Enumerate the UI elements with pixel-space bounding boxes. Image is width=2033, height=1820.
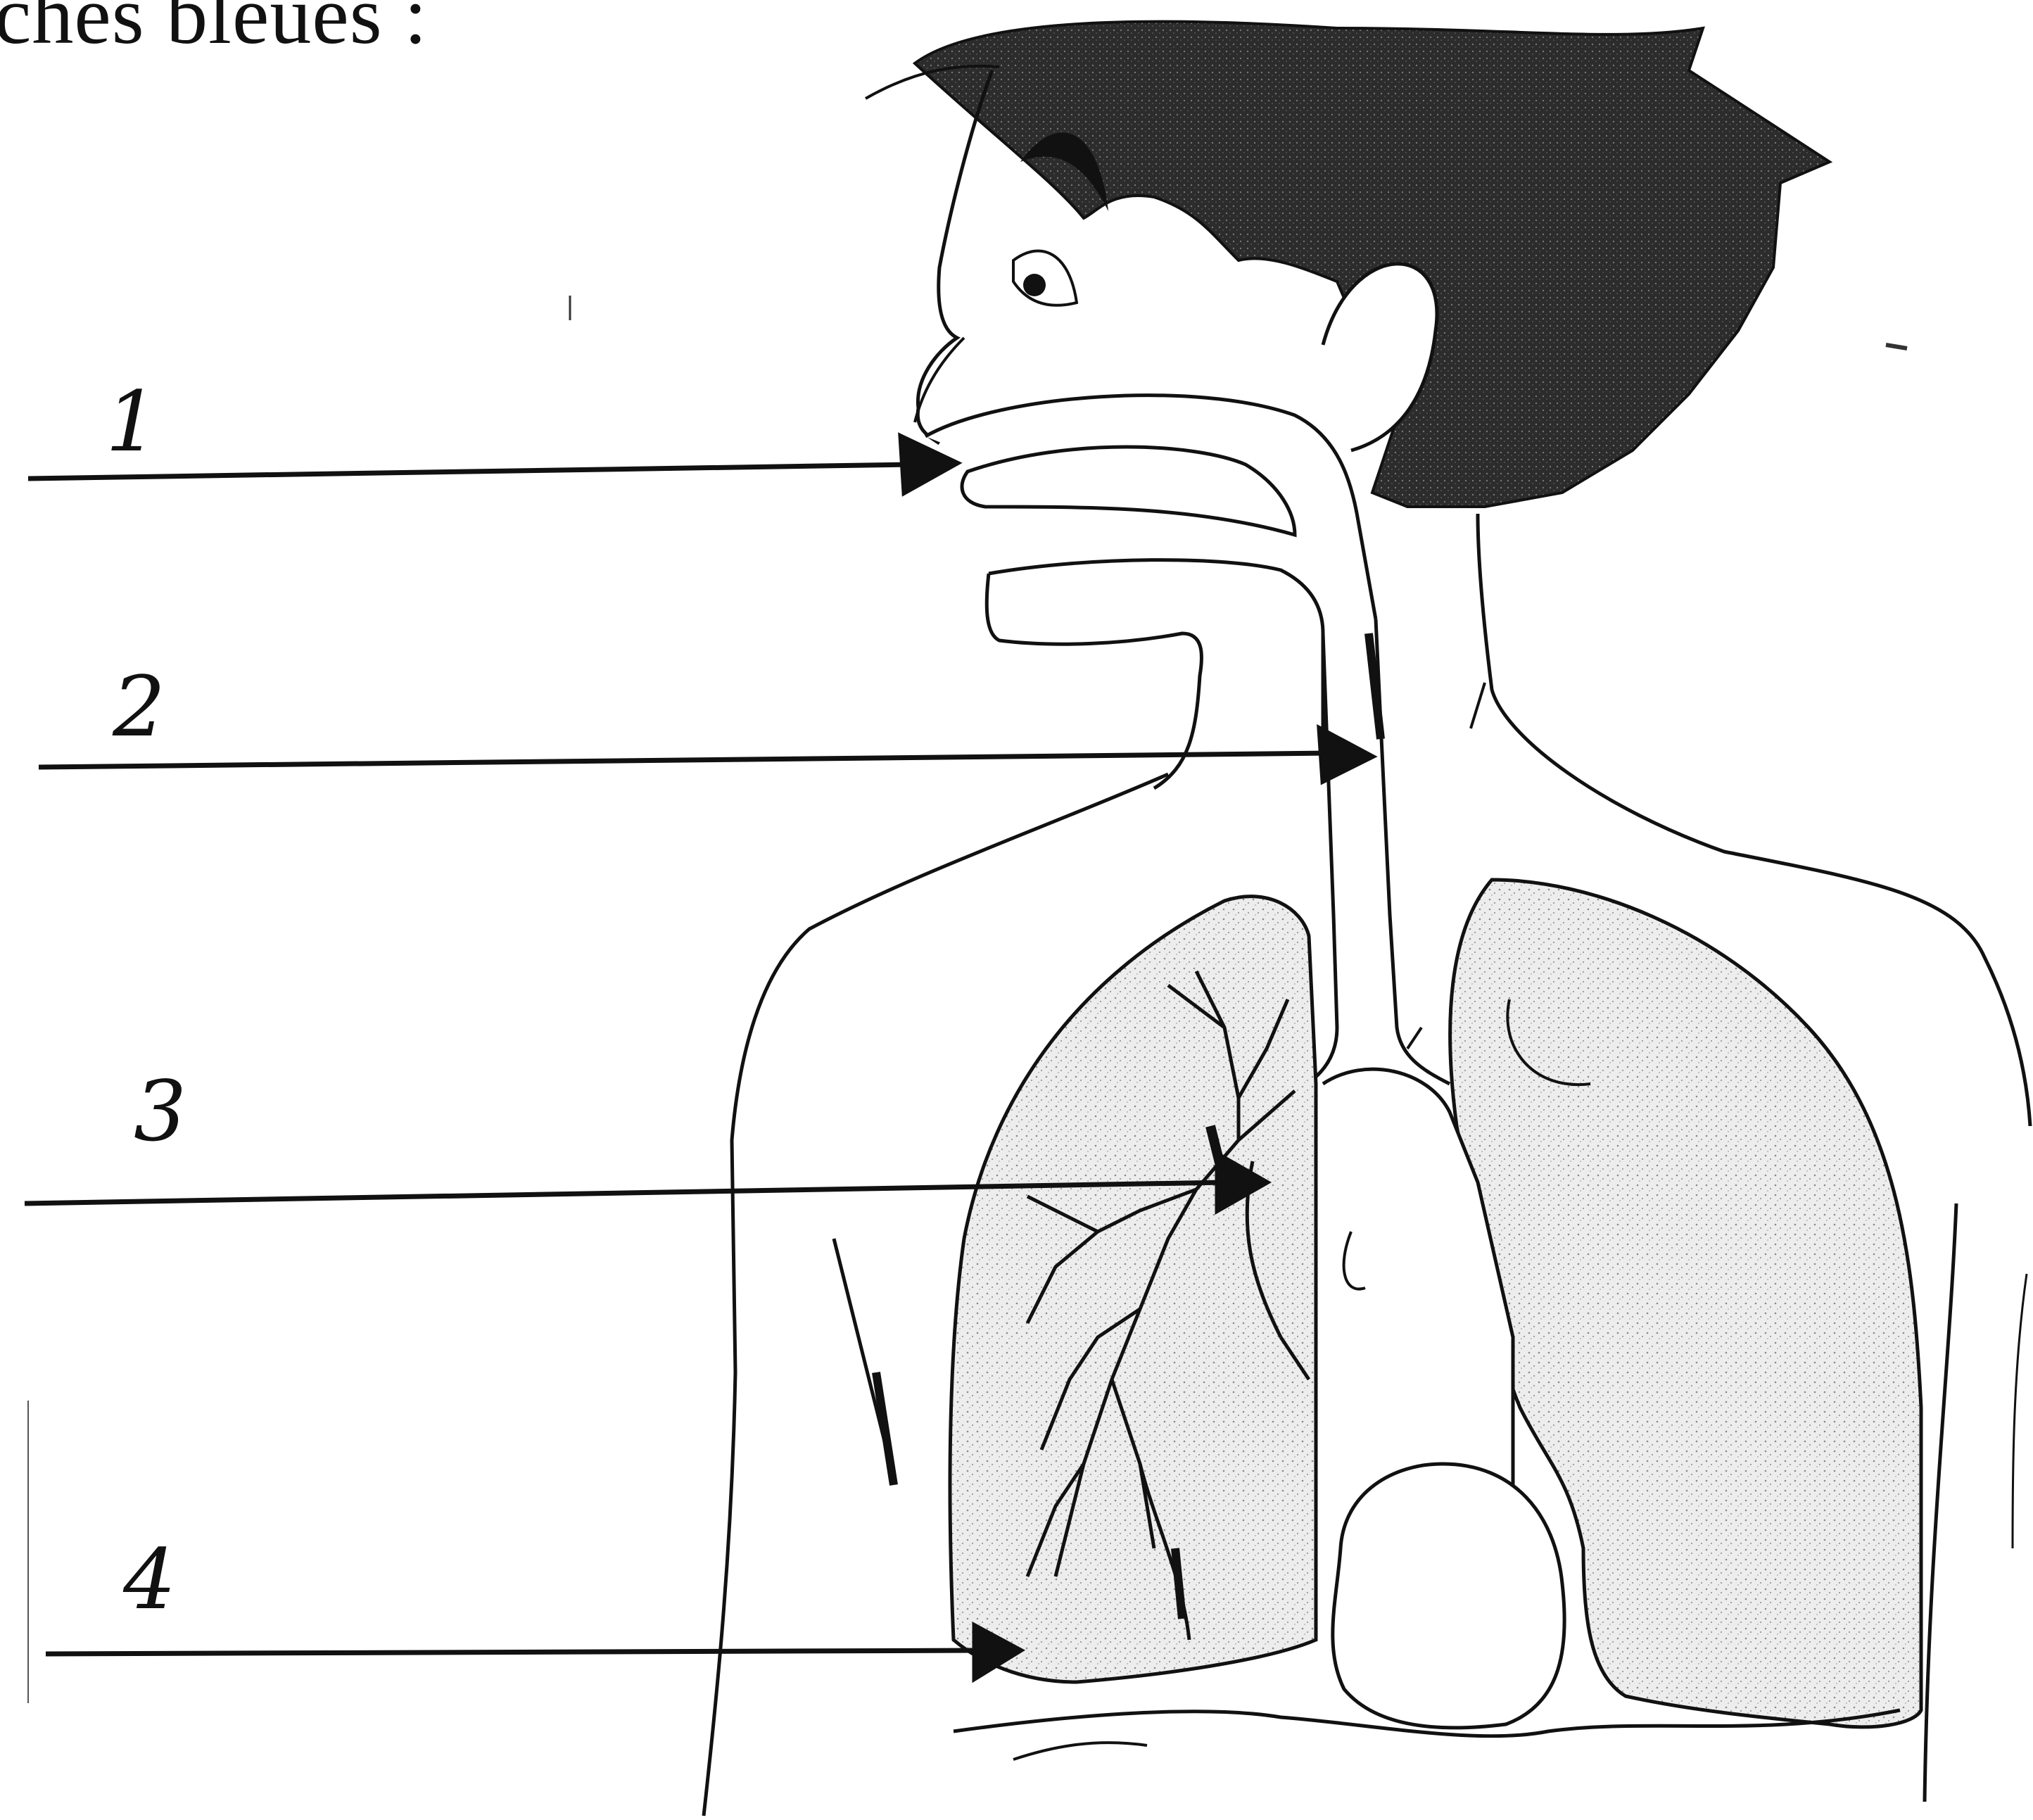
- label-1: 1: [106, 380, 158, 463]
- label-3: 3: [134, 1070, 186, 1153]
- label-4: 4: [123, 1538, 176, 1621]
- arrow-4: [46, 1626, 1020, 1679]
- stomach: [1333, 1464, 1564, 1728]
- label-2: 2: [113, 665, 165, 748]
- arrow-1: [28, 436, 957, 493]
- eye: [1013, 251, 1077, 305]
